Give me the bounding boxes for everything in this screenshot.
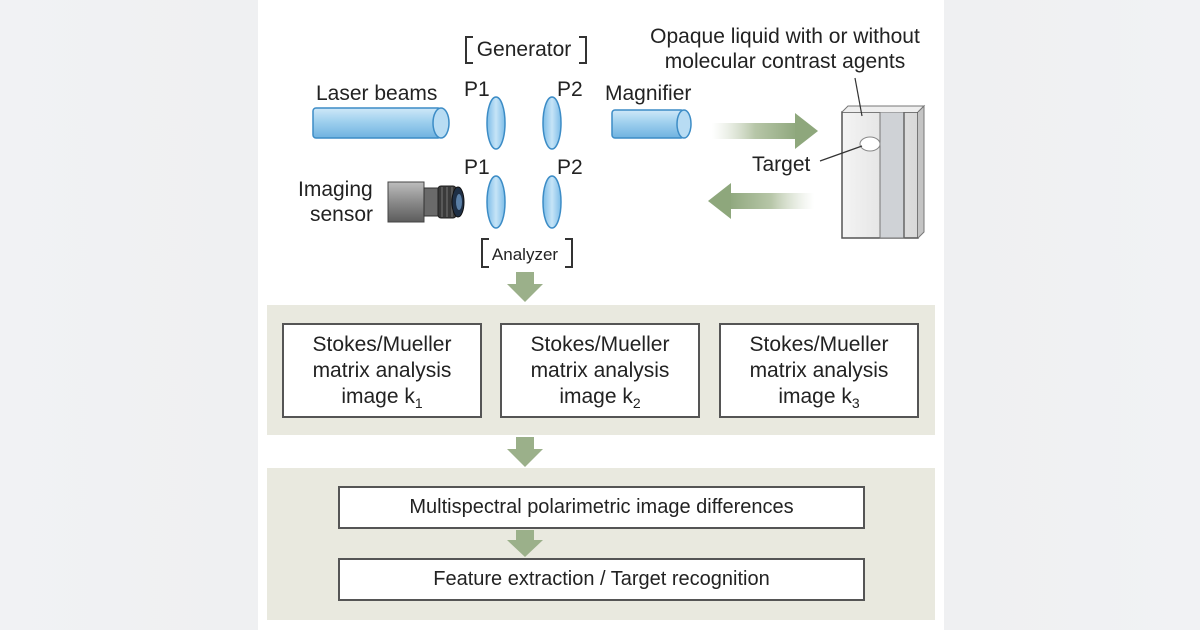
target-leader-line — [819, 145, 863, 162]
lens-p1-top — [486, 96, 506, 150]
arrow-right-icon — [712, 113, 818, 149]
analysis-box-line3: image k3 — [778, 384, 860, 411]
arrow-down-icon — [507, 437, 543, 467]
imaging-label-line1: Imaging — [298, 178, 373, 201]
analysis-box-line3: image k1 — [341, 384, 423, 411]
analysis-box-line1: Stokes/Mueller — [749, 332, 889, 356]
p2-top-label: P2 — [557, 78, 583, 101]
liquid-label-line1: Opaque liquid with or without — [650, 25, 920, 48]
liquid-tank — [841, 104, 926, 239]
arrow-left-icon — [708, 183, 814, 219]
magnifier-cylinder — [611, 109, 692, 139]
analyzer-bracket — [481, 238, 573, 268]
lens-p1-bottom — [486, 175, 506, 229]
target-marker — [859, 136, 881, 152]
p2-bottom-label: P2 — [557, 156, 583, 179]
magnifier-label: Magnifier — [605, 82, 692, 105]
lens-p2-top — [542, 96, 562, 150]
feature-extraction-box: Feature extraction / Target recognition — [338, 558, 865, 601]
target-label: Target — [752, 153, 811, 176]
laser-beam-cylinder — [312, 107, 450, 139]
analysis-box-line3: image k2 — [559, 384, 641, 411]
camera-icon — [387, 181, 465, 223]
liquid-label-line2: molecular contrast agents — [664, 50, 906, 73]
analysis-box-k2: Stokes/Mueller matrix analysis image k2 — [500, 323, 700, 418]
p1-bottom-label: P1 — [464, 156, 490, 179]
arrow-down-icon — [507, 272, 543, 302]
lens-p2-bottom — [542, 175, 562, 229]
laser-beams-label: Laser beams — [316, 82, 438, 105]
analysis-box-k3: Stokes/Mueller matrix analysis image k3 — [719, 323, 919, 418]
analysis-box-line1: Stokes/Mueller — [312, 332, 452, 356]
p1-top-label: P1 — [464, 78, 490, 101]
analysis-box-line2: matrix analysis — [530, 358, 670, 382]
generator-bracket — [465, 36, 587, 64]
analysis-box-k1: Stokes/Mueller matrix analysis image k1 — [282, 323, 482, 418]
analyzer-label: Analyzer — [491, 245, 559, 264]
imaging-label-line2: sensor — [310, 203, 374, 226]
generator-label: Generator — [476, 38, 572, 61]
analysis-box-line2: matrix analysis — [312, 358, 452, 382]
analysis-box-line1: Stokes/Mueller — [530, 332, 670, 356]
analysis-box-line2: matrix analysis — [749, 358, 889, 382]
liquid-leader-line — [854, 77, 863, 117]
differences-box: Multispectral polarimetric image differe… — [338, 486, 865, 529]
